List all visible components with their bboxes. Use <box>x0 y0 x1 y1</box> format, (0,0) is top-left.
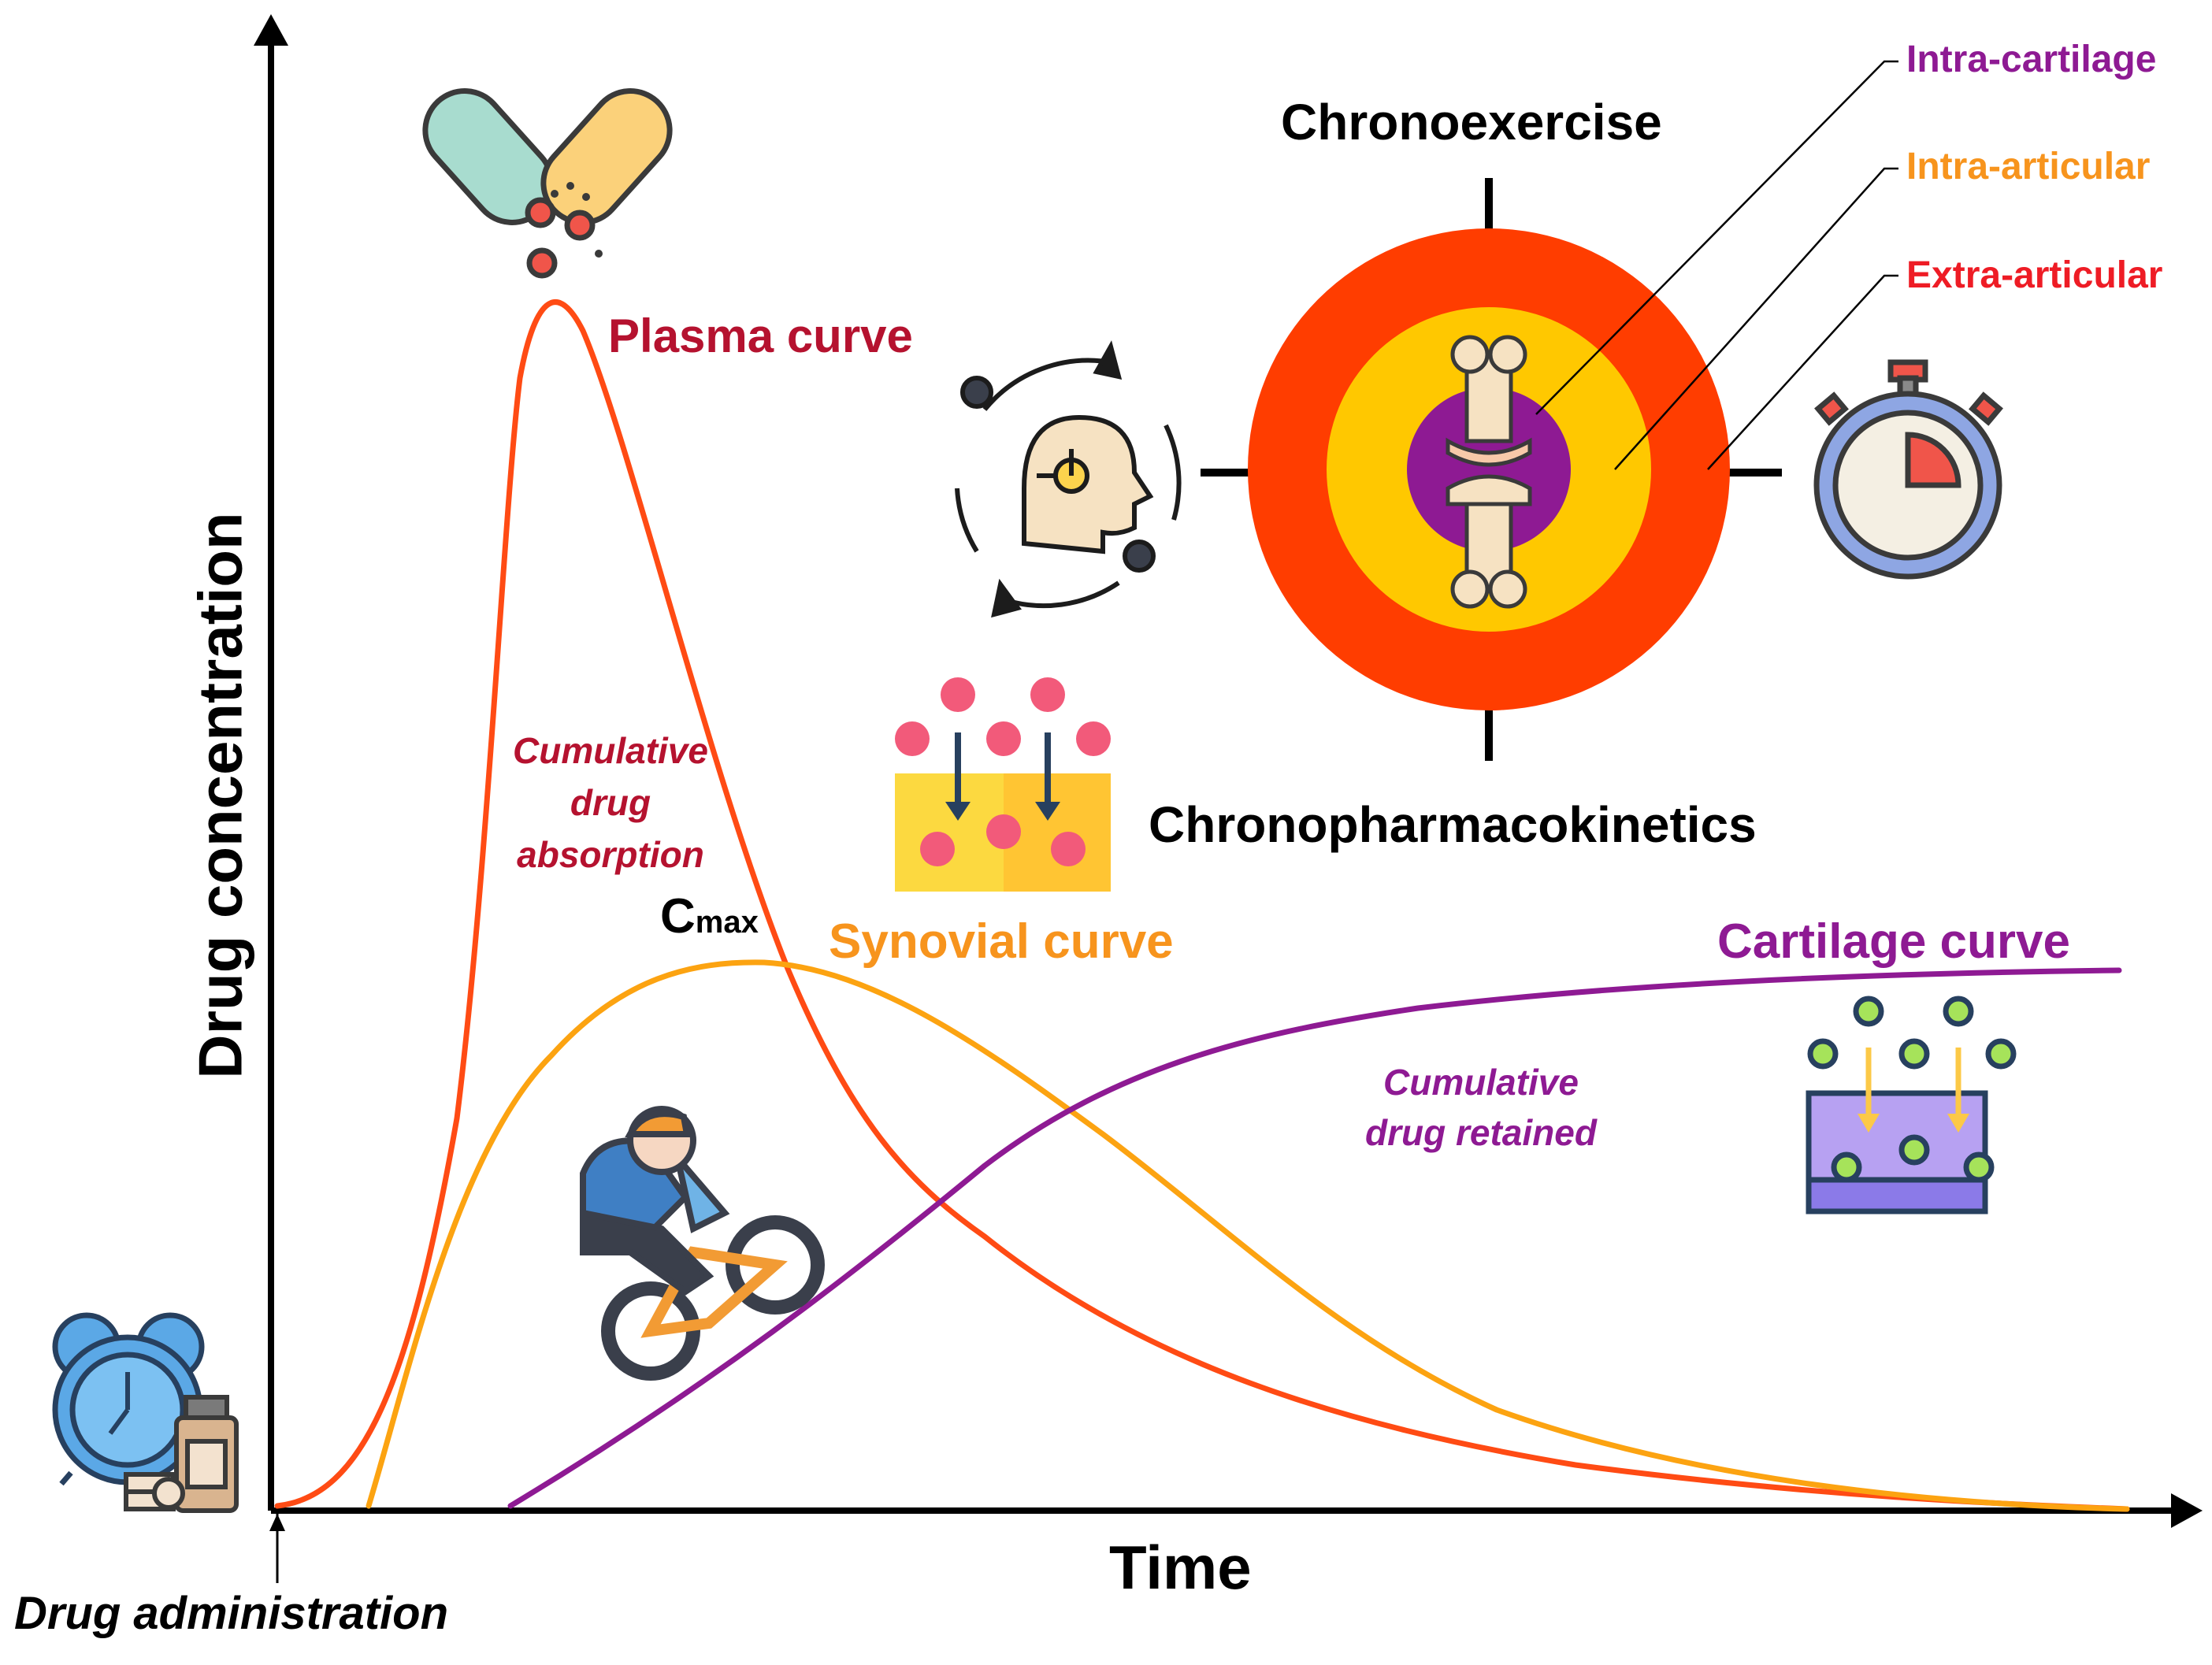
retained-annotation: Cumulative drug retained <box>1365 1062 1597 1153</box>
intra-articular-label: Intra-articular <box>1906 146 2151 187</box>
intra-cartilage-label: Intra-cartilage <box>1906 39 2157 80</box>
plasma-curve-label: Plasma curve <box>608 310 913 362</box>
administration-marker-arrow <box>269 1514 285 1531</box>
drug-administration-label: Drug administration <box>14 1588 449 1639</box>
leader-intra-articular <box>1614 167 1898 470</box>
stopwatch-icon <box>1813 359 2003 580</box>
head-cycle-icon <box>955 340 1182 618</box>
plasma-curve <box>274 299 2130 1512</box>
y-axis-arrow <box>254 14 288 46</box>
synovial-curve <box>366 959 2130 1512</box>
medicine-bottle-icon <box>124 1395 239 1513</box>
alarm-clock-icon <box>52 1312 205 1486</box>
x-axis-label: Time <box>1109 1533 1252 1602</box>
ring-intra-cartilage <box>1407 388 1571 551</box>
cmax-label: Cmax <box>660 888 759 944</box>
cartilage-diffusion-icon <box>1806 996 2017 1214</box>
leader-intra-cartilage <box>1535 60 1898 415</box>
cartilage-curve <box>507 967 2122 1509</box>
curves <box>274 299 2130 1512</box>
absorption-annotation: Cumulative drug absorption <box>513 730 708 875</box>
synovial-diffusion-icon <box>895 677 1111 892</box>
axes <box>254 14 2203 1583</box>
target-diagram <box>1201 60 1898 761</box>
cmax-main: C <box>660 889 696 944</box>
joint-bone-icon <box>1446 335 1532 609</box>
chronoexercise-title: Chronoexercise <box>1281 94 1662 150</box>
extra-articular-label: Extra-articular <box>1906 254 2163 296</box>
synovial-curve-label: Synovial curve <box>829 914 1174 969</box>
cyclist-icon <box>580 1106 825 1381</box>
leader-extra-articular <box>1707 274 1898 470</box>
x-axis-arrow <box>2171 1493 2203 1528</box>
cartilage-curve-label: Cartilage curve <box>1717 914 2070 969</box>
y-axis-label: Drug concentration <box>185 512 255 1079</box>
pill-capsule-icon <box>422 88 673 279</box>
ring-leaders <box>1535 60 1898 470</box>
chronopharmacokinetics-title: Chronopharmacokinetics <box>1149 796 1757 853</box>
cmax-subscript: max <box>695 905 759 940</box>
